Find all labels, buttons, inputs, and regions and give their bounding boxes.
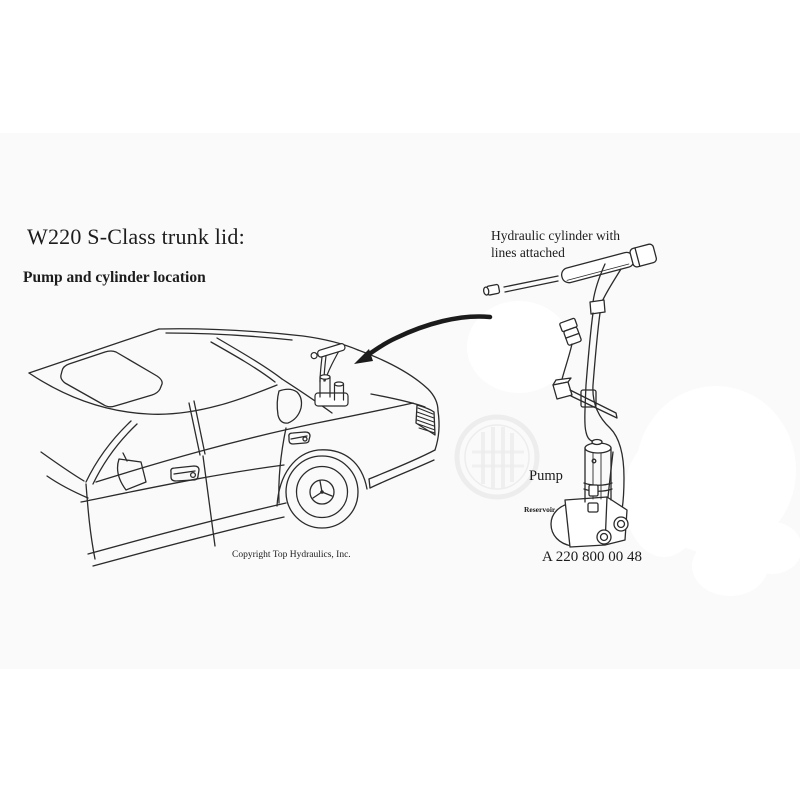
- rear-deck-edge: [358, 350, 438, 411]
- trunk-pump-motor: [320, 375, 330, 397]
- erased-patches: [467, 301, 800, 596]
- reservoir-label: Reservoir: [524, 505, 556, 514]
- rocker-line: [88, 503, 286, 554]
- sunroof: [61, 351, 162, 407]
- rear-door-handle: [289, 432, 310, 444]
- trunk-pump-base: [315, 393, 348, 406]
- roof-inner-edge: [166, 333, 292, 340]
- b-pillar: [189, 401, 205, 455]
- mercedes-star-icon: [313, 481, 332, 498]
- a-pillar-inner: [93, 424, 137, 484]
- roof-front-edge: [29, 329, 159, 373]
- fork-collar: [590, 300, 605, 314]
- beltline: [96, 403, 413, 482]
- port-fittings: [597, 517, 628, 544]
- watermark-stamp: [457, 417, 537, 497]
- cylinder-callout-line2: lines attached: [491, 245, 565, 260]
- rear-wheel: [286, 456, 358, 528]
- car-drawing: [29, 329, 439, 566]
- pointer-arrow: [354, 316, 490, 364]
- roof-side-rail: [29, 373, 277, 414]
- bumper-corner: [369, 479, 370, 488]
- windshield-line-1: [41, 452, 84, 481]
- arrow-icon: [354, 349, 373, 364]
- rear-edge: [435, 411, 439, 450]
- trunk-pump-unit: [310, 343, 348, 406]
- motor-cylinder: [584, 440, 612, 503]
- bumper-line-1: [369, 450, 435, 479]
- side-mirror: [118, 453, 146, 490]
- rear-window-bottom: [282, 379, 332, 413]
- c-pillar-sweep: [217, 338, 282, 379]
- bumper-line-2: [370, 460, 434, 488]
- cylinder-callout-line1: Hydraulic cylinder with: [491, 228, 620, 243]
- hydraulic-line-b: [593, 313, 624, 519]
- cylinder-callout-label: Hydraulic cylinder with lines attached: [491, 227, 620, 261]
- cylinder-body: [560, 243, 658, 286]
- piston-rod: [504, 276, 558, 292]
- quarter-window: [277, 389, 301, 423]
- rear-door-back-edge: [279, 428, 286, 503]
- pump-label: Pump: [529, 468, 563, 484]
- windshield-line-2: [47, 476, 88, 498]
- wheel-arch: [277, 450, 367, 506]
- electrical-connector: [559, 318, 582, 346]
- tail-light: [416, 405, 435, 435]
- roof-top-edge: [159, 329, 358, 350]
- rocker-bottom: [93, 517, 284, 566]
- front-door-edge: [86, 484, 95, 559]
- pump-drawing: [551, 440, 628, 548]
- valve-block: [565, 497, 627, 547]
- a-pillar: [86, 421, 131, 482]
- c-pillar-sweep-inner: [211, 342, 275, 382]
- front-door-handle: [171, 466, 199, 481]
- hydraulic-line-a: [585, 313, 593, 441]
- trunk-pump-reservoir: [335, 382, 344, 400]
- trunk-mini-cylinder: [310, 343, 346, 360]
- part-number: A 220 800 00 48: [542, 549, 643, 565]
- page-subtitle: Pump and cylinder location: [23, 269, 206, 286]
- clamp-bracket: [553, 378, 617, 418]
- page-title: W220 S-Class trunk lid:: [27, 224, 245, 249]
- rod-end-fitting: [483, 284, 500, 296]
- copyright-text: Copyright Top Hydraulics, Inc.: [232, 550, 351, 560]
- door-seam: [203, 456, 215, 546]
- body-crease: [81, 465, 284, 502]
